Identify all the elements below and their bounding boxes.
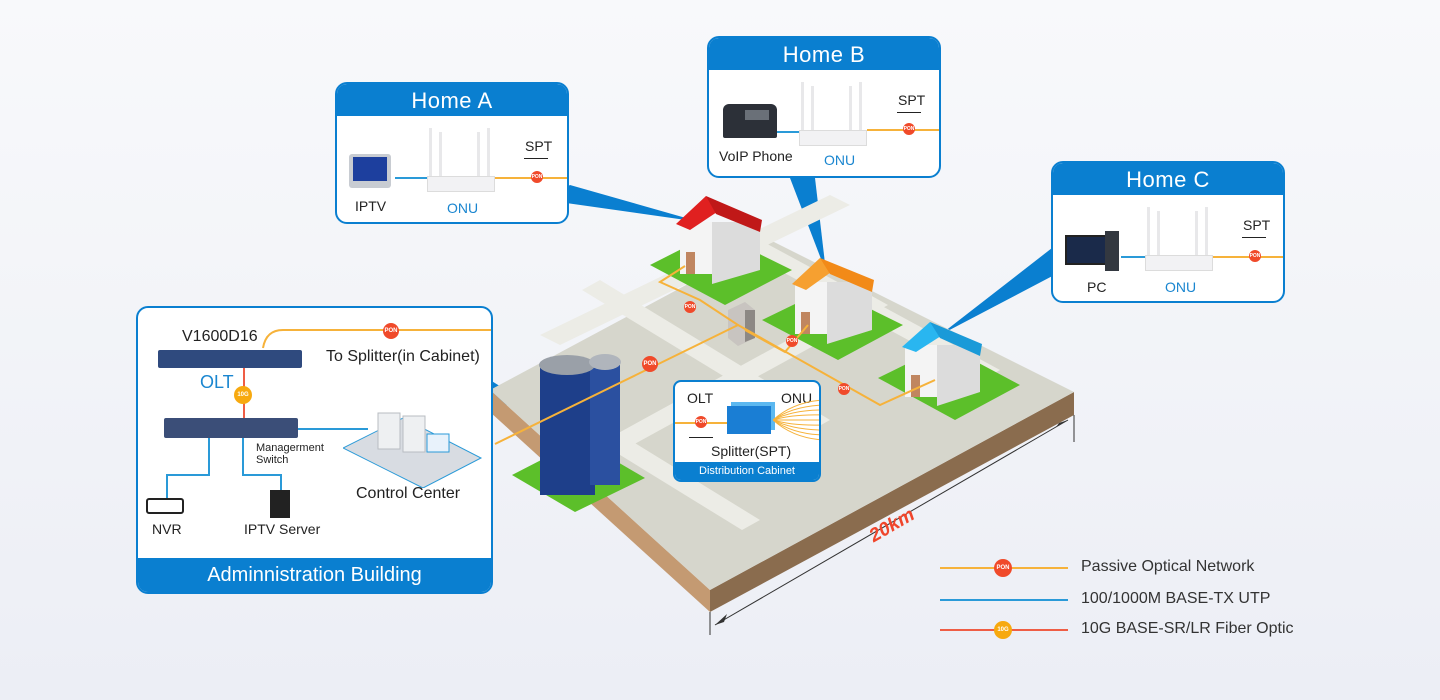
switch-label-line1: Managerment [256,442,324,454]
cabinet-onu-label: ONU [781,390,813,406]
to-splitter-label: To Splitter(in Cabinet) [326,348,480,365]
arrow-head [715,614,727,625]
onu-label: ONU [1165,279,1197,295]
onu-label: ONU [447,200,479,216]
legend-item-utp: 100/1000M BASE-TX UTP [940,590,1300,610]
admin-building-card: V1600D16 PON To Splitter(in Cabinet) OLT… [136,306,493,594]
home-b-title: Home B [709,38,939,70]
iptv-icon [349,154,391,188]
iptv-server-label: IPTV Server [244,521,321,537]
tenG-badge: 10G [234,386,252,404]
legend-line-utp [940,599,1068,601]
pon-badge: PON [903,123,915,135]
arrow-left-icon [1242,237,1266,238]
switch-label: Managerment Switch [256,442,324,466]
spt-label: SPT [898,92,926,108]
house-home-c [902,322,982,406]
onu-router-icon [1143,207,1213,271]
pon-badge: PON [684,301,696,313]
pon-route [744,324,809,354]
utp-line [242,474,282,476]
home-a-title: Home A [337,84,567,116]
distance-arrow [714,419,1069,626]
control-center-icon [343,412,483,488]
iptv-server-icon [270,490,290,518]
pc-icon [1065,231,1121,275]
legend-label: 10G BASE-SR/LR Fiber Optic [1081,620,1294,637]
utp-line [166,474,210,476]
legend-label: Passive Optical Network [1081,558,1255,575]
utp-line [242,438,244,476]
spt-label: SPT [525,138,553,154]
onu-router-icon [797,82,867,146]
splitter-icon [727,406,771,434]
utp-line [280,474,282,492]
home-c-title: Home C [1053,163,1283,195]
legend-item-fiber: 10G 10G BASE-SR/LR Fiber Optic [940,620,1300,640]
control-center-label: Control Center [356,485,461,502]
fiber-fanout [773,399,819,441]
pon-badge: PON [786,335,798,347]
onu-router-icon [425,128,495,192]
cabinet-footer: Distribution Cabinet [675,462,819,480]
office-tower [539,354,621,495]
utp-line [298,428,368,430]
utp-line [166,474,168,500]
legend-item-pon: PON Passive Optical Network [940,558,1300,578]
onu-label: ONU [824,152,856,168]
ground-side-right [710,392,1074,612]
arrow-head [1056,420,1068,427]
pon-line [1213,256,1283,258]
pon-badge: PON [838,383,850,395]
house-home-a [676,196,762,284]
utp-line [395,177,435,179]
voip-phone-icon [723,104,777,138]
legend-badge-10g: 10G [994,621,1012,639]
arrow-left-icon [689,437,713,438]
utp-line [208,438,210,476]
splitter-label: Splitter(SPT) [711,443,792,459]
utp-line [1121,256,1151,258]
pon-line-to-splitter [262,329,491,349]
home-c-card: Home C PON SPT PC ONU [1051,161,1285,303]
distribution-cabinet-box [728,302,755,346]
road [612,440,760,530]
home-b-card: Home B PON SPT VoIP Phone ONU [707,36,941,178]
callout-pointer-home-a [545,185,700,222]
olt-model-label: V1600D16 [182,328,258,345]
device-label: VoIP Phone [719,148,793,164]
pon-badge: PON [642,356,658,372]
cabinet-olt-label: OLT [687,390,714,406]
switch-label-line2: Switch [256,454,289,466]
device-label: PC [1087,279,1107,295]
arrow-left-icon [897,112,921,113]
house-home-b [792,258,874,344]
admin-building-title: Adminnistration Building [138,558,491,592]
pon-badge: PON [695,416,707,428]
legend-badge-pon: PON [994,559,1012,577]
pon-badge: PON [531,171,543,183]
home-a-card: Home A PON SPT IPTV ONU [335,82,569,224]
spt-label: SPT [1243,217,1271,233]
callout-pointer-home-c [940,248,1060,335]
pon-badge: PON [383,323,399,339]
pon-badge: PON [1249,250,1261,262]
arrow-left-icon [524,158,548,159]
nvr-icon [146,498,184,514]
device-label: IPTV [355,198,387,214]
nvr-label: NVR [152,521,182,537]
olt-label: OLT [200,372,234,392]
utp-line [777,131,809,133]
legend-label: 100/1000M BASE-TX UTP [1081,590,1271,607]
olt-device-icon [158,350,302,368]
distribution-cabinet-card: OLT ONU PON Splitter(SPT) Distribution C… [673,380,821,482]
management-switch-icon [164,418,298,438]
